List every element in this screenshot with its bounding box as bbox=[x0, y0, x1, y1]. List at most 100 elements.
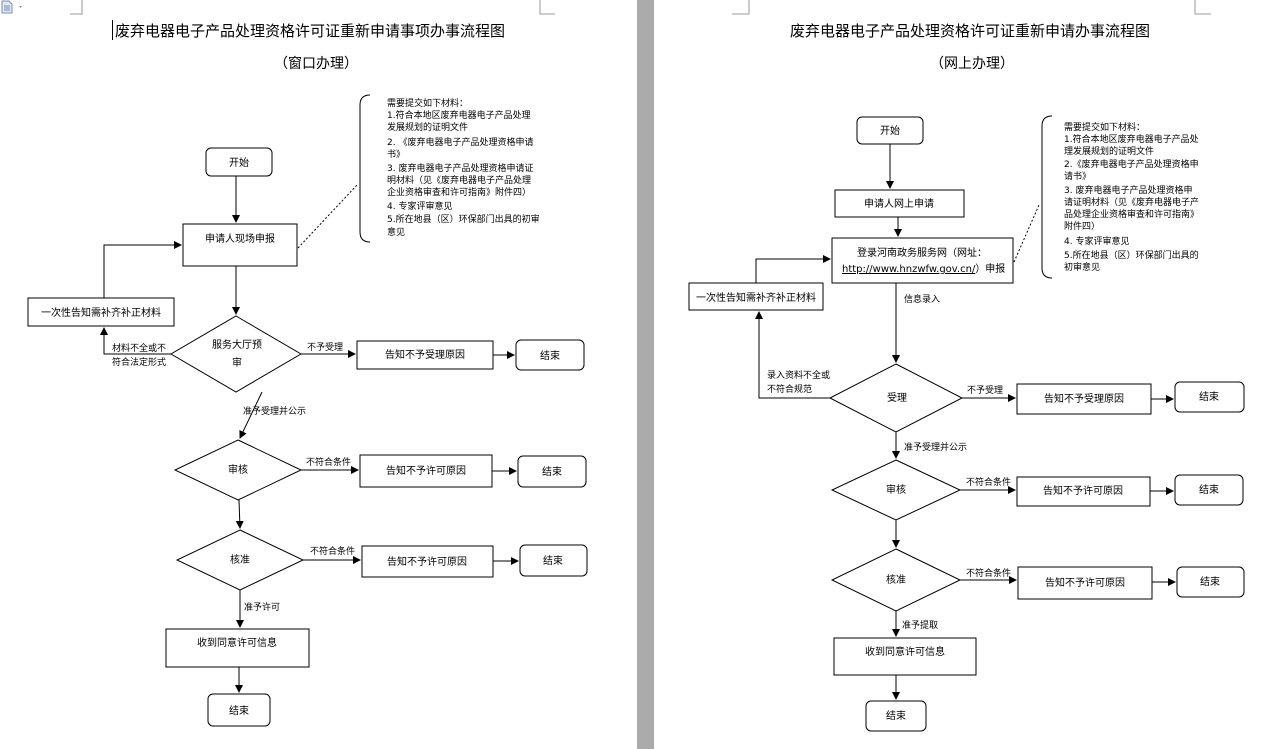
label-start: 开始 bbox=[229, 156, 249, 169]
portal-line-2: http://www.hnzwfw.gov.cn/）申报 bbox=[842, 262, 1005, 275]
label-end4: 结束 bbox=[229, 704, 249, 717]
label-not-meet-1: 不符合条件 bbox=[306, 456, 351, 468]
node-portal bbox=[831, 237, 1014, 284]
callout-bracket bbox=[359, 94, 371, 243]
callout-bracket bbox=[1041, 115, 1053, 279]
document-icon[interactable] bbox=[0, 0, 28, 14]
label-portal-2: ）申报 bbox=[975, 262, 1005, 275]
arrow-prereview-supplement bbox=[100, 327, 171, 355]
label-accept: 准予受理并公示 bbox=[243, 405, 306, 417]
node-start bbox=[205, 147, 273, 177]
note-line: 1.符合本地区废弃电器电子产品处 bbox=[1064, 133, 1199, 145]
label-grant: 准予许可 bbox=[244, 601, 280, 613]
label-notice-reject: 告知不予受理原因 bbox=[385, 348, 465, 361]
label-apply: 申请人网上申请 bbox=[864, 197, 934, 210]
label-not-meet-2: 不符合条件 bbox=[310, 545, 355, 557]
note-line: 请书》 bbox=[1064, 170, 1091, 182]
node-end3 bbox=[519, 544, 588, 577]
chart-subtitle: （网上办理） bbox=[930, 56, 1014, 72]
note-line: 请证明材料（见《废弃电器电子产 bbox=[1064, 196, 1199, 208]
arrow-supplement-apply bbox=[103, 241, 182, 298]
label-accept-node: 受理 bbox=[887, 392, 907, 404]
requirements-note: 需要提交如下材料： 1.符合本地区废弃电器电子产品处理 发展规划的证明文件 2.… bbox=[387, 97, 540, 238]
label-accept: 准予受理并公示 bbox=[904, 441, 967, 453]
chart-title: 废弃电器电子产品处理资格许可证重新申请事项办事流程图 bbox=[115, 22, 505, 40]
label-pre-review-1: 服务大厅预 bbox=[212, 338, 262, 351]
label-approve: 核准 bbox=[230, 553, 250, 566]
chart-title: 废弃电器电子产品处理资格许可证重新申请办事流程图 bbox=[790, 22, 1150, 40]
node-end2 bbox=[517, 455, 587, 488]
label-incomplete-2: 符合法定形式 bbox=[112, 356, 166, 368]
node-apply bbox=[834, 189, 965, 218]
note-line: 3. 废弃电器电子产品处理资格申请证 bbox=[387, 162, 533, 174]
note-line: 5.所在地县（区）环保部门出具的初审 bbox=[387, 213, 540, 225]
note-line: 意见 bbox=[387, 226, 405, 238]
label-end1: 结束 bbox=[1199, 390, 1219, 403]
label-end2: 结束 bbox=[1199, 483, 1219, 496]
label-approve: 核准 bbox=[886, 573, 906, 586]
note-line: 需要提交如下材料： bbox=[1064, 121, 1145, 133]
label-review: 审核 bbox=[886, 483, 906, 496]
note-line: 明材料（见《废弃电器电子产品处理 bbox=[387, 174, 531, 186]
note-line: 2.《废弃电器电子产品处理资格申 bbox=[1064, 158, 1199, 170]
label-supplement: 一次性告知需补齐补正材料 bbox=[41, 306, 161, 319]
note-line: 初审意见 bbox=[1064, 261, 1100, 273]
portal-url-link[interactable]: http://www.hnzwfw.gov.cn/ bbox=[842, 264, 976, 275]
label-pre-review-2: 审 bbox=[232, 356, 242, 369]
label-reject: 不予受理 bbox=[967, 384, 1003, 396]
requirements-note: 需要提交如下材料： 1.符合本地区废弃电器电子产品处 理发展规划的证明文件 2.… bbox=[1064, 121, 1199, 273]
arrow-prereview-review bbox=[239, 391, 263, 439]
callout-leader bbox=[297, 184, 358, 249]
node-end4 bbox=[207, 693, 271, 727]
label-notice-no-license-1: 告知不予许可原因 bbox=[1043, 484, 1123, 497]
note-line: 企业资格审查和许可指南》附件四） bbox=[387, 186, 531, 198]
flowchart-left: 废弃电器电子产品处理资格许可证重新申请事项办事流程图 （窗口办理） bbox=[27, 0, 588, 727]
label-notice-no-license-2: 告知不予许可原因 bbox=[387, 555, 467, 568]
note-line: 品处理企业资格审查和许可指南》 bbox=[1064, 208, 1199, 220]
node-receive bbox=[833, 637, 977, 676]
note-line: 1.符合本地区废弃电器电子产品处理 bbox=[387, 109, 531, 121]
note-line: 发展规划的证明文件 bbox=[387, 121, 468, 133]
node-pre-review bbox=[170, 315, 302, 393]
label-receive: 收到同意许可信息 bbox=[865, 645, 945, 658]
svg-text:http://www.hnzwfw.gov.cn/）申报: http://www.hnzwfw.gov.cn/）申报 bbox=[842, 262, 1005, 275]
node-supplement bbox=[27, 297, 175, 327]
label-incomplete-1: 材料不全或不 bbox=[112, 342, 166, 354]
label-reject: 不予受理 bbox=[307, 341, 343, 353]
node-end2 bbox=[1174, 474, 1244, 506]
note-line: 3. 废弃电器电子产品处理资格申 bbox=[1064, 184, 1192, 196]
label-end4: 结束 bbox=[886, 709, 906, 722]
arrow-review-approve bbox=[235, 499, 244, 529]
label-start: 开始 bbox=[880, 124, 900, 137]
label-portal-1: 登录河南政务服务网（网址： bbox=[857, 246, 987, 259]
label-incomplete-1: 录入资料不全或 bbox=[767, 369, 830, 381]
label-end3: 结束 bbox=[543, 554, 563, 567]
note-line: 2. 《废弃电器电子产品处理资格申请 bbox=[387, 136, 533, 148]
label-grant: 准予提取 bbox=[902, 620, 938, 631]
label-supplement: 一次性告知需补齐补正材料 bbox=[696, 291, 816, 304]
node-end1 bbox=[1174, 381, 1245, 413]
node-apply bbox=[182, 223, 298, 267]
node-supplement bbox=[688, 282, 824, 311]
label-incomplete-2: 不符合规范 bbox=[767, 383, 812, 395]
node-end1 bbox=[515, 339, 585, 371]
note-line: 理发展规划的证明文件 bbox=[1064, 145, 1154, 157]
text-cursor bbox=[112, 20, 113, 40]
node-receive bbox=[165, 628, 310, 668]
label-review: 审核 bbox=[228, 463, 248, 476]
label-notice-no-license-2: 告知不予许可原因 bbox=[1045, 576, 1125, 589]
node-end3 bbox=[1176, 566, 1245, 598]
node-notice-no-license2 bbox=[1017, 566, 1153, 600]
label-not-meet-1: 不符合条件 bbox=[966, 476, 1011, 488]
label-not-meet-2: 不符合条件 bbox=[966, 567, 1011, 579]
note-line: 4. 专家评审意见 bbox=[1064, 235, 1129, 247]
chart-subtitle: （窗口办理） bbox=[274, 55, 358, 72]
note-line: 书》 bbox=[387, 149, 405, 160]
page-corner-marks bbox=[732, 0, 1211, 15]
page-corner-marks bbox=[70, 0, 555, 15]
label-end2: 结束 bbox=[542, 465, 562, 478]
label-notice-reject: 告知不予受理原因 bbox=[1044, 392, 1124, 405]
label-receive: 收到同意许可信息 bbox=[197, 636, 277, 649]
node-review bbox=[173, 439, 303, 501]
document-page-right: 废弃电器电子产品处理资格许可证重新申请办事流程图 （网上办理） bbox=[654, 0, 1287, 749]
